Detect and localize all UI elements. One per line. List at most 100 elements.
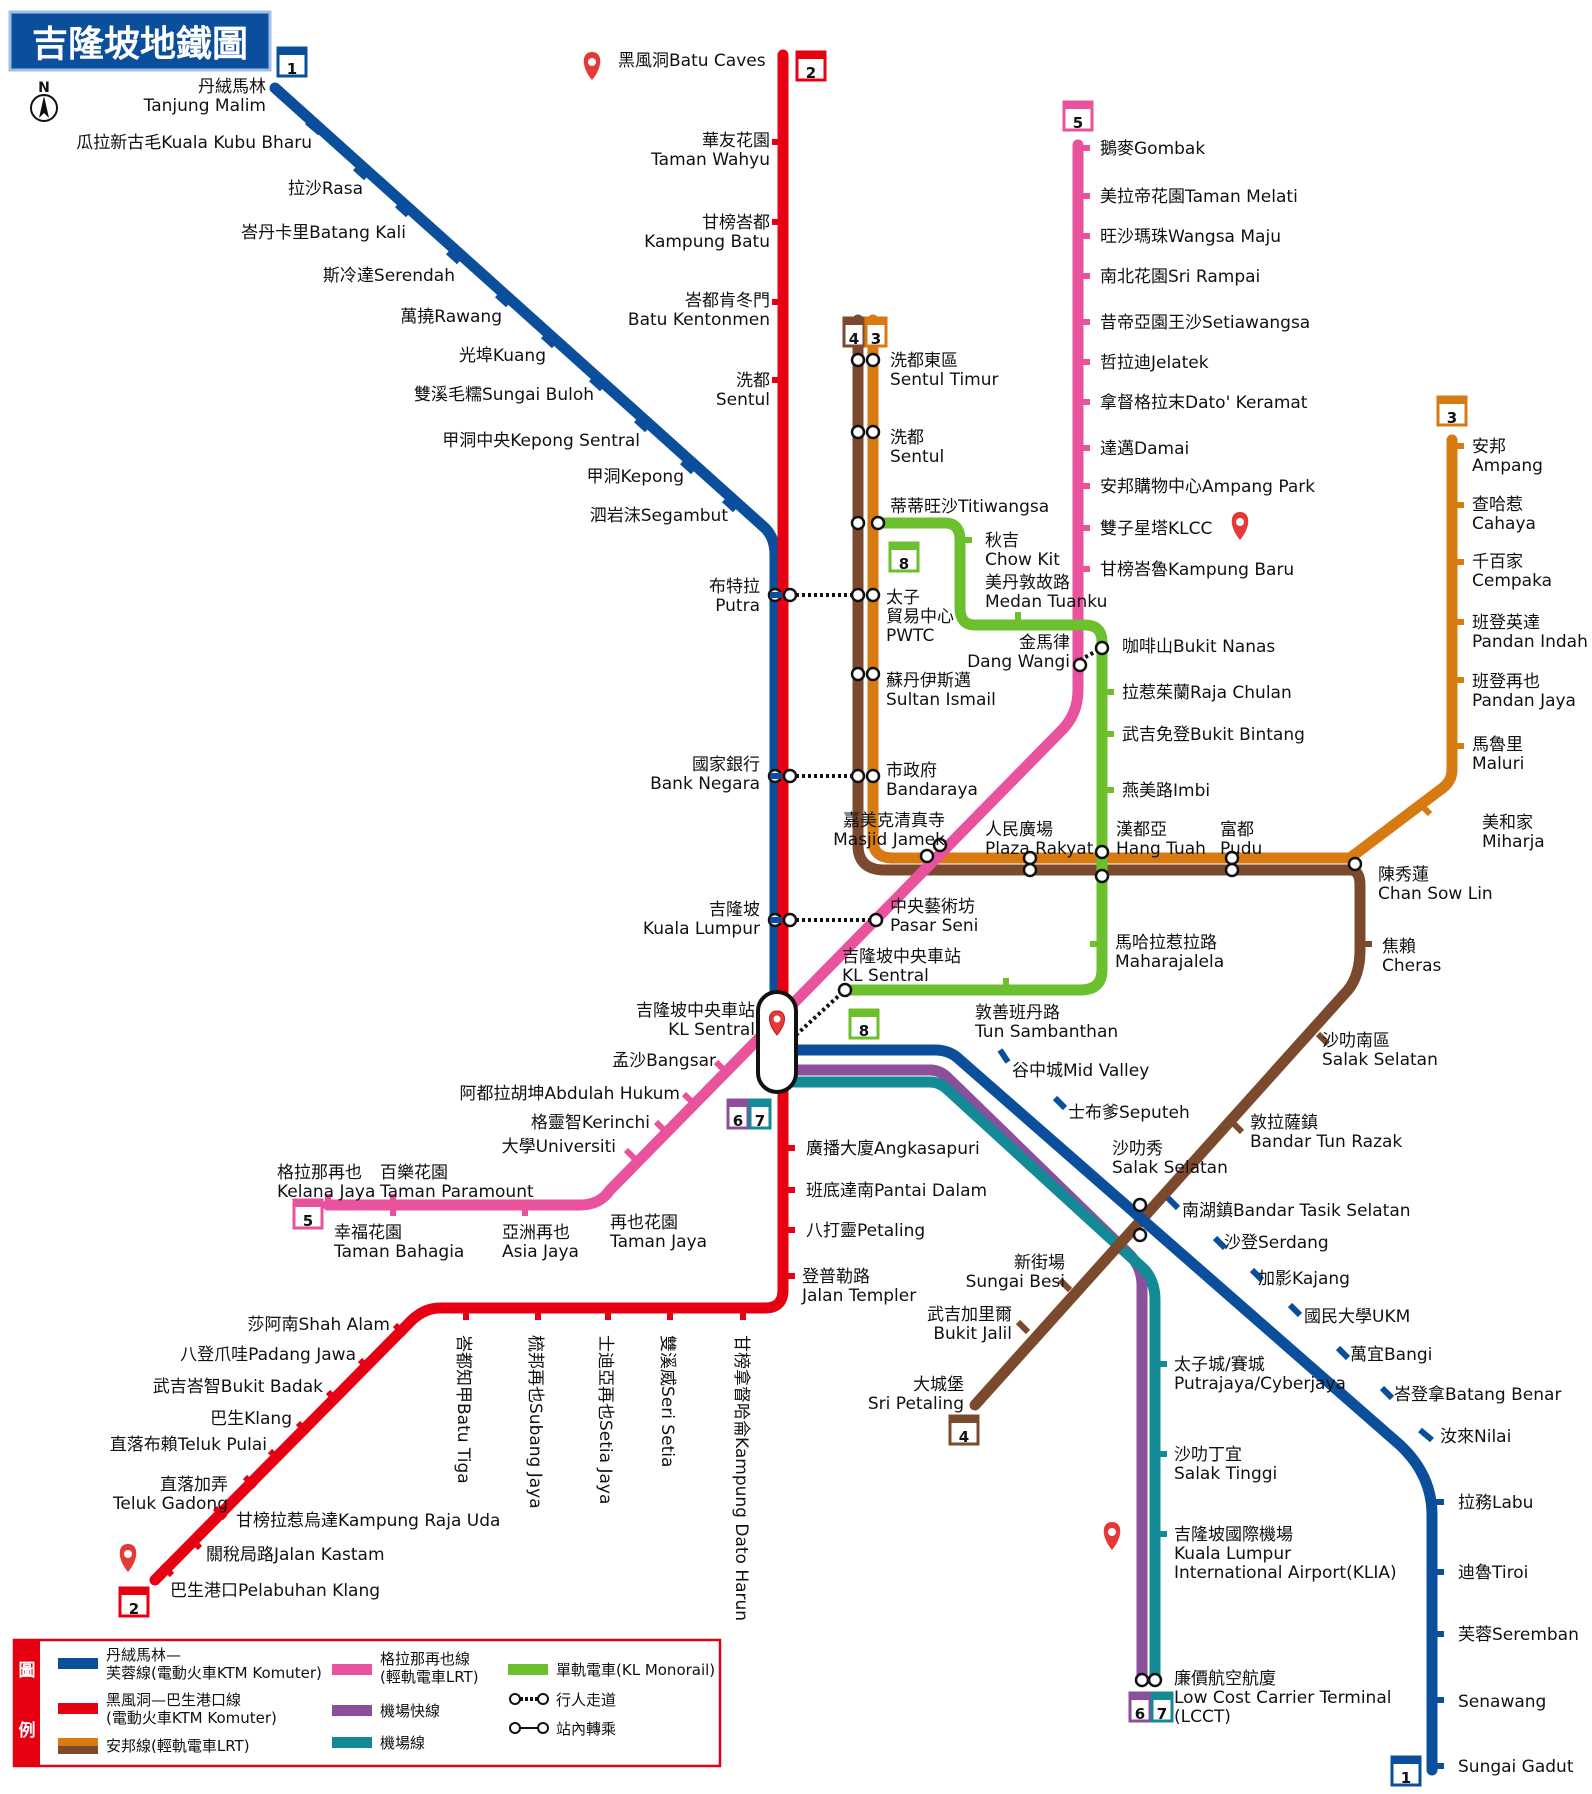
station-label-l5-12: 孟沙Bangsar [612, 1051, 716, 1071]
badge-line-5-bottom: 5 [292, 1198, 324, 1230]
station-label-line: 八登爪哇Padang Jawa [180, 1345, 356, 1365]
station-label-l1-8: 甲洞中央Kepong Sentral [442, 431, 640, 451]
station-label-line: 查哈惹 [1472, 495, 1523, 515]
legend: 圖 例 丹絨馬林— 芙蓉線(電動火車KTM Komuter) 黑風洞—巴生港口線… [12, 1638, 722, 1768]
line-4-path [852, 314, 1366, 1411]
station-label-line: 阿都拉胡坤Abdulah Hukum [459, 1084, 680, 1104]
station-tick-l2-10 [357, 1357, 373, 1373]
station-label-line: 蘇丹伊斯邁 [886, 671, 971, 691]
svg-text:5: 5 [1073, 114, 1083, 132]
svg-text:行人走道: 行人走道 [556, 1691, 616, 1709]
station-label-line: Pasar Seni [890, 916, 978, 936]
station-label-line: Sungai Gadut [1458, 1757, 1574, 1777]
station-tick-l5-13 [681, 1091, 697, 1107]
legend-swatch-l7 [332, 1737, 372, 1748]
station-label-line: Bank Negara [650, 774, 760, 794]
station-label-line: Kampung Batu [644, 232, 770, 252]
station-label-line: 美拉帝花園Taman Melati [1100, 187, 1298, 207]
station-label-line: 關稅局路Jalan Kastam [206, 1545, 385, 1565]
station-label-line: 嘉美克清真寺 [843, 811, 945, 831]
station-label-line: 洗都 [736, 371, 770, 391]
kl-sentral-hub [756, 990, 798, 1094]
station-label-l5-0: 鵝麥Gombak [1100, 139, 1205, 159]
station-label-line: 斯冷達Serendah [323, 266, 455, 286]
station-label-line: 馬魯里 [1472, 735, 1523, 755]
badge-line-3-top: 3 [864, 316, 888, 348]
station-label-line: 巴生Klang [210, 1409, 292, 1429]
station-label-line: 直落加弄 [160, 1475, 228, 1495]
station-label-l1-24: 汝來Nilai [1440, 1427, 1511, 1447]
station-label-line: 迪魯Tiroi [1458, 1563, 1528, 1583]
station-label-line: 直落布賴Teluk Pulai [110, 1435, 267, 1455]
svg-text:2: 2 [806, 64, 816, 82]
station-tick-l4-1 [1315, 1031, 1331, 1047]
station-label-l5-9: 雙子星塔KLCC [1100, 519, 1212, 539]
station-label-l1-9: 甲洞Kepong [586, 467, 684, 487]
station-label-line: 格拉那再也 [277, 1163, 362, 1183]
line-3-path [867, 314, 1458, 864]
svg-text:6: 6 [1135, 1705, 1145, 1723]
station-tick-l1-4 [445, 249, 462, 265]
station-tick-l1-15 [997, 1048, 1011, 1064]
badge-line-6-bottom: 6 [1128, 1691, 1152, 1723]
station-label-line: 焦賴 [1382, 937, 1416, 957]
station-label-line: Putrajaya/Cyberjaya [1174, 1374, 1346, 1394]
station-tick-l2-15 [212, 1505, 228, 1521]
legend-swatch-l4 [58, 1746, 98, 1754]
station-tick-l1-7 [588, 376, 605, 392]
station-label-line: 光埠Kuang [459, 346, 546, 366]
station-label-line: 千百家 [1472, 552, 1523, 572]
svg-text:8: 8 [859, 1022, 869, 1040]
station-tick-l5-14 [653, 1119, 669, 1135]
station-label-line: 洗都 [890, 428, 924, 448]
station-tick-l1-21 [1287, 1302, 1303, 1318]
station-label-line: 華友花園 [702, 131, 770, 151]
map-pin-icon [119, 1544, 137, 1572]
station-tick-l1-16 [1052, 1095, 1068, 1111]
station-label-line: 拉惹茱蘭Raja Chulan [1122, 683, 1292, 703]
station-label-line: Cempaka [1472, 571, 1552, 591]
station-label-line: KL Sentral [668, 1020, 755, 1040]
walkway-klsentral-monorail [794, 988, 847, 1037]
station-label-l2-11: 武吉峇智Bukit Badak [153, 1377, 323, 1397]
station-label-l1-18: 南湖鎮Bandar Tasik Selatan [1182, 1201, 1411, 1221]
station-label-line: 吉隆坡中央車站 [636, 1001, 755, 1021]
station-label-line: 拉沙Rasa [288, 179, 363, 199]
svg-text:7: 7 [1157, 1705, 1167, 1723]
station-label-line: 亞洲再也 [502, 1223, 570, 1243]
station-label-line: 敦拉薩鎮 [1250, 1113, 1318, 1133]
station-label-line: 哲拉迪Jelatek [1100, 353, 1209, 373]
badge-line-5-top: 5 [1062, 100, 1094, 132]
svg-text:機場線: 機場線 [380, 1734, 425, 1752]
station-label-line: 安邦 [1472, 437, 1506, 457]
station-label-line: 雙子星塔KLCC [1100, 519, 1212, 539]
station-label-line: Dang Wangi [967, 652, 1070, 672]
station-label-l2-9: 莎阿南Shah Alam [248, 1315, 391, 1335]
station-label-l1-4: 斯冷達Serendah [323, 266, 455, 286]
station-label-line: 新街場 [1014, 1253, 1065, 1273]
station-label-l1-15: 谷中城Mid Valley [1012, 1061, 1149, 1081]
station-label-l2-20: 士迪亞再也Setia Jaya [595, 1335, 615, 1504]
station-tick-l4-2 [1229, 1119, 1245, 1135]
station-tick-l5-12 [713, 1059, 729, 1075]
station-label-l1-19: 沙登Serdang [1224, 1233, 1329, 1253]
legend-swatch-l2 [58, 1703, 98, 1714]
svg-text:機場快線: 機場快線 [380, 1702, 440, 1720]
station-tick-l1-8 [633, 417, 650, 433]
station-label-line: 武吉免登Bukit Bintang [1122, 725, 1305, 745]
legend-swatch-l1 [58, 1658, 98, 1669]
station-label-l2-15: 甘榜拉惹烏達Kampung Raja Uda [236, 1511, 500, 1531]
svg-text:格拉那再也線: 格拉那再也線 [380, 1650, 470, 1668]
svg-text:站內轉乘: 站內轉乘 [556, 1720, 616, 1738]
